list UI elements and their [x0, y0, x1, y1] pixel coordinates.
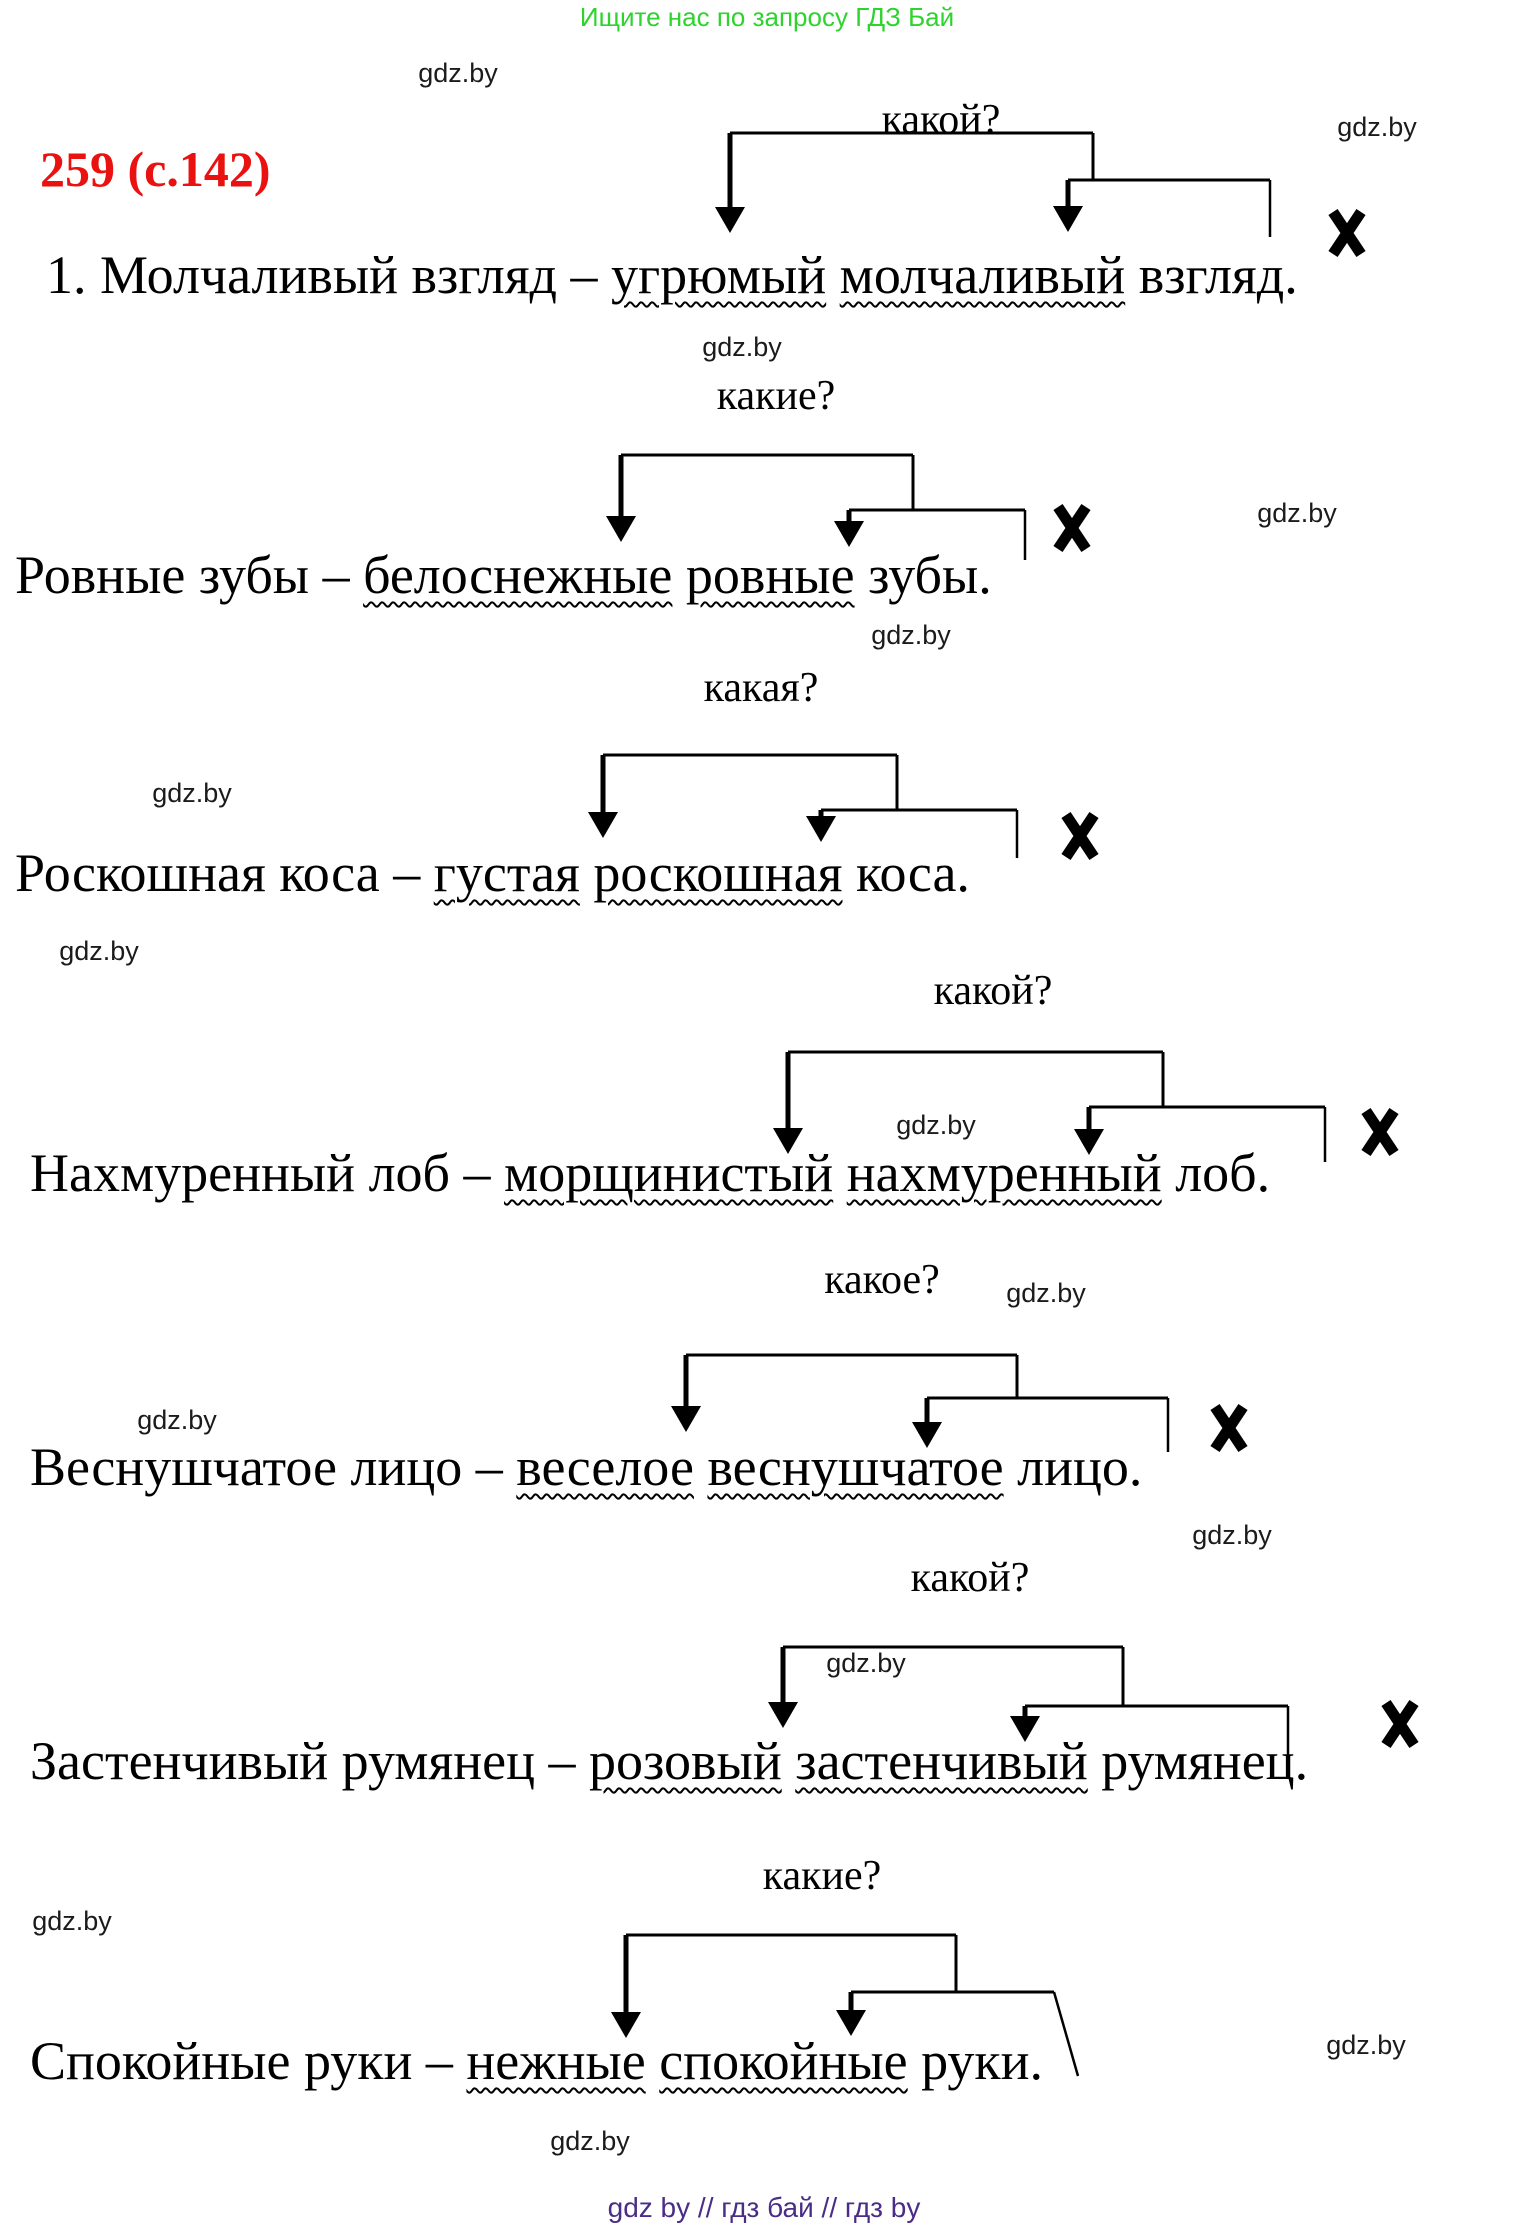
sentence-text [782, 1731, 796, 1791]
adjective-wavy-underlined: роскошная [593, 843, 843, 903]
question-label: какой? [933, 968, 1053, 1014]
adjective-wavy-underlined: нежные [466, 2031, 646, 2091]
gdz-watermark: gdz.by [896, 1110, 976, 1140]
sentence: Нахмуренный лоб – морщинистый нахмуренны… [30, 1143, 1271, 1203]
adjective-wavy-underlined: нахмуренный [846, 1143, 1162, 1203]
adjective-wavy-underlined: молчаливый [839, 245, 1126, 305]
adjective-wavy-underlined: густая [433, 843, 580, 903]
gdz-watermark: gdz.by [418, 58, 498, 88]
arrow-down-icon [834, 521, 864, 547]
question-label: какой? [910, 1555, 1030, 1601]
gdz-watermark: gdz.by [137, 1405, 217, 1435]
arrow-down-icon [773, 1128, 803, 1154]
question-label: какое? [824, 1257, 940, 1303]
arrow-down-icon [671, 1406, 701, 1432]
sentence: Застенчивый румянец – розовый застенчивы… [30, 1731, 1309, 1791]
gdz-watermark: gdz.by [1192, 1520, 1272, 1550]
arrow-down-icon [1074, 1129, 1104, 1155]
gdz-watermark: gdz.by [550, 2126, 630, 2156]
sentence-text: Спокойные руки – [30, 2031, 467, 2091]
adjective-wavy-underlined: спокойные [659, 2031, 908, 2091]
gdz-watermark: gdz.by [1006, 1278, 1086, 1308]
sentence-text [833, 1143, 847, 1203]
sentence-text: коса. [842, 843, 970, 903]
sentence-text: Застенчивый румянец – [30, 1731, 590, 1791]
head-word-x-mark-icon [1381, 1699, 1419, 1749]
sentence: 1. Молчаливый взгляд – угрюмый молчаливы… [46, 245, 1298, 305]
arrow-down-icon [715, 207, 745, 233]
sentence-text [826, 245, 840, 305]
question-label: какие? [716, 373, 836, 419]
sentence-text: Нахмуренный лоб – [30, 1143, 505, 1203]
footer-links: gdz by // гдз бай // гдз by [607, 2192, 921, 2223]
gdz-watermark: gdz.by [871, 620, 951, 650]
sentence-text: зубы. [854, 545, 992, 605]
sentence-text: 1. Молчаливый взгляд – [46, 245, 612, 305]
question-label: какой? [881, 97, 1001, 143]
sentence-text: Ровные зубы – [15, 545, 364, 605]
head-word-x-mark-icon [1328, 208, 1366, 258]
head-word-x-mark-icon [1361, 1107, 1399, 1157]
sentence: Роскошная коса – густая роскошная коса. [15, 843, 970, 903]
sentence-text: лоб. [1161, 1143, 1271, 1203]
bracket-end-line [1052, 1991, 1080, 2077]
sentence: Ровные зубы – белоснежные ровные зубы. [15, 545, 992, 605]
arrow-down-icon [806, 816, 836, 842]
question-label: какая? [703, 665, 819, 711]
gdz-watermark: gdz.by [32, 1906, 112, 1936]
gdz-watermark: gdz.by [152, 778, 232, 808]
sentence-text: руки. [907, 2031, 1044, 2091]
adjective-wavy-underlined: ровные [685, 545, 855, 605]
sentence-text: Веснушчатое лицо – [30, 1437, 517, 1497]
question-label: какие? [762, 1853, 882, 1899]
adjective-wavy-underlined: веснушчатое [707, 1437, 1004, 1497]
arrow-down-icon [836, 2010, 866, 2036]
sentence: Веснушчатое лицо – веселое веснушчатое л… [30, 1437, 1143, 1497]
gdz-watermark: gdz.by [1337, 112, 1417, 142]
gdz-watermark: gdz.by [1257, 498, 1337, 528]
sentence-text: румянец. [1087, 1731, 1309, 1791]
gdz-watermark: gdz.by [702, 332, 782, 362]
sentence-text: взгляд. [1125, 245, 1298, 305]
arrow-down-icon [588, 812, 618, 838]
adjective-wavy-underlined: угрюмый [611, 245, 827, 305]
adjective-wavy-underlined: розовый [589, 1731, 782, 1791]
sentence-text [672, 545, 686, 605]
gdz-watermark: gdz.by [59, 936, 139, 966]
arrow-down-icon [611, 2012, 641, 2038]
arrow-down-icon [912, 1422, 942, 1448]
exercise-number: 259 (с.142) [40, 141, 271, 197]
arrow-down-icon [1053, 206, 1083, 232]
gdz-watermark: gdz.by [826, 1648, 906, 1678]
sentence-text [694, 1437, 708, 1497]
promo-banner: Ищите нас по запросу ГДЗ Бай [579, 2, 955, 32]
gdz-watermark: gdz.by [1326, 2030, 1406, 2060]
head-word-x-mark-icon [1210, 1403, 1248, 1453]
adjective-wavy-underlined: морщинистый [504, 1143, 834, 1203]
sentence-text [580, 843, 594, 903]
sentence-text [646, 2031, 660, 2091]
sentence: Спокойные руки – нежные спокойные руки. [30, 2031, 1044, 2091]
sentence-text: лицо. [1003, 1437, 1143, 1497]
sentence-text: Роскошная коса – [15, 843, 434, 903]
head-word-x-mark-icon [1061, 811, 1099, 861]
arrow-down-icon [1010, 1716, 1040, 1742]
arrow-down-icon [768, 1702, 798, 1728]
adjective-wavy-underlined: белоснежные [363, 545, 673, 605]
head-word-x-mark-icon [1053, 503, 1091, 553]
adjective-wavy-underlined: застенчивый [795, 1731, 1088, 1791]
adjective-wavy-underlined: веселое [516, 1437, 694, 1497]
arrow-down-icon [606, 516, 636, 542]
